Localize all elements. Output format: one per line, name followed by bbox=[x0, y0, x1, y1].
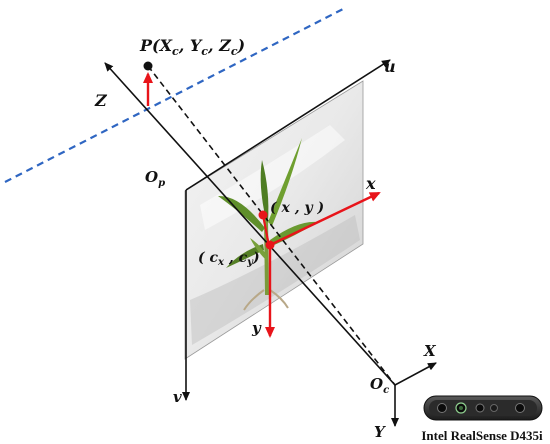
image-origin-label: Op bbox=[145, 168, 165, 189]
x-camera-axis-label: X bbox=[423, 342, 437, 360]
image-point-label: ( x , y ) bbox=[270, 200, 324, 216]
depth-camera-icon bbox=[423, 395, 543, 421]
blue-dashed-line bbox=[4, 7, 346, 183]
projection-ray bbox=[147, 65, 396, 386]
y-image-axis-label: y bbox=[251, 319, 262, 337]
u-axis bbox=[185, 59, 391, 191]
z-axis bbox=[104, 62, 396, 386]
image-point-marker bbox=[258, 210, 268, 220]
y-camera-axis-label: Y bbox=[374, 423, 386, 441]
principal-point-marker bbox=[265, 240, 275, 250]
x-camera-axis bbox=[394, 362, 437, 386]
z-axis-label: Z bbox=[94, 91, 108, 110]
image-point-connector bbox=[261, 214, 271, 247]
camera-caption: Intel RealSense D435i bbox=[421, 428, 543, 443]
x-image-axis-label: x bbox=[365, 174, 376, 193]
x-image-axis bbox=[269, 191, 381, 247]
point-p-label: P(Xc, Yc, Zc) bbox=[139, 36, 245, 58]
principal-point-label: ( cx , cy) bbox=[198, 250, 260, 268]
v-axis-label: v bbox=[173, 388, 182, 406]
camera-origin-label: Oc bbox=[370, 375, 389, 396]
u-axis-label: u bbox=[384, 57, 396, 76]
point-p-marker bbox=[143, 61, 153, 71]
